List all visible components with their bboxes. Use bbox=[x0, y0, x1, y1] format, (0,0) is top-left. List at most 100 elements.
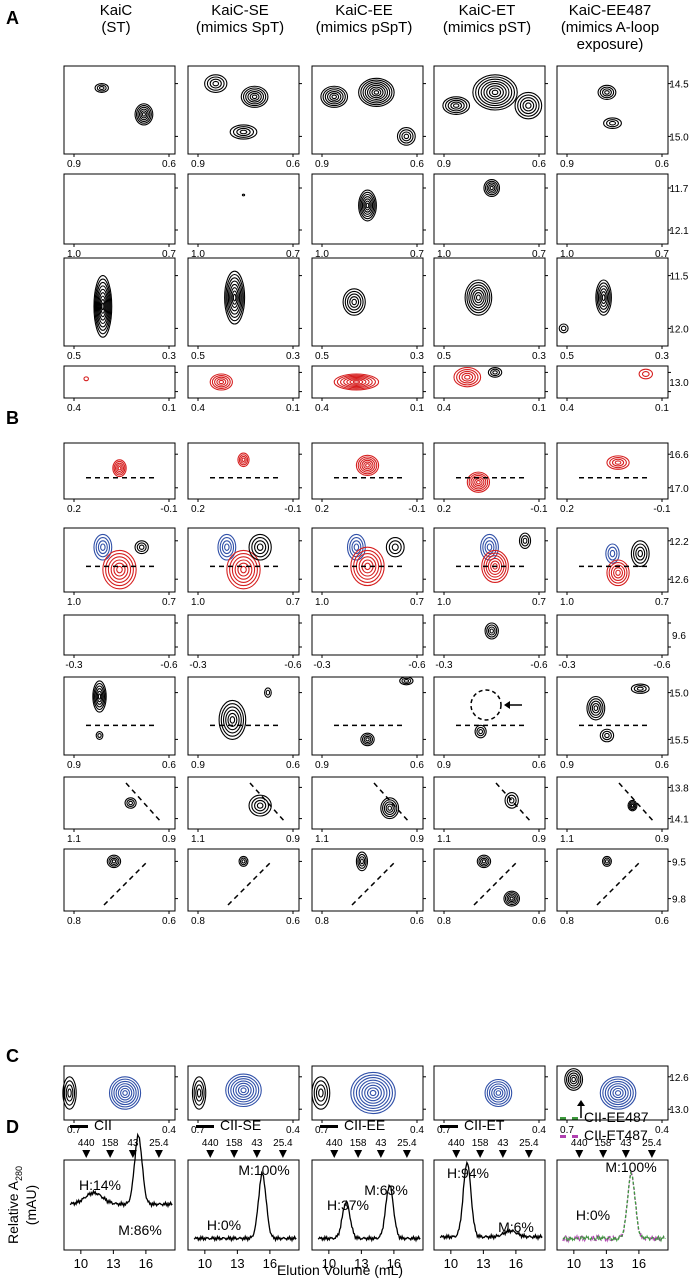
x-tick-label: -0.1 bbox=[160, 504, 178, 515]
contour-peak bbox=[380, 797, 400, 820]
contour-peak bbox=[241, 193, 246, 197]
contour-peak bbox=[478, 856, 490, 867]
x-tick-label: 0.9 bbox=[315, 159, 329, 170]
x-tick-label: 0.3 bbox=[410, 351, 424, 362]
size-marker-triangle bbox=[330, 1150, 339, 1158]
contour-peak bbox=[134, 540, 149, 555]
contour-peak bbox=[477, 78, 513, 107]
spectrum-panel bbox=[187, 442, 300, 500]
contour-peak bbox=[595, 279, 612, 316]
y-tick-label: 14.5 bbox=[669, 80, 689, 91]
y-tick-label: 15.0 bbox=[669, 132, 689, 143]
contour-peak bbox=[256, 543, 264, 551]
contour-peak bbox=[362, 81, 391, 104]
x-tick-label: -0.3 bbox=[65, 660, 83, 671]
x-tick-label: 13 bbox=[106, 1256, 120, 1271]
contour-peak bbox=[614, 460, 622, 465]
contour-peak bbox=[225, 709, 240, 731]
spectrum-panel bbox=[187, 527, 300, 593]
contour-peak bbox=[399, 676, 414, 686]
contour-peak bbox=[518, 532, 532, 550]
contour-peak bbox=[313, 1080, 329, 1106]
contour-peak bbox=[231, 290, 238, 305]
size-marker-label: 158 bbox=[226, 1138, 243, 1149]
x-tick-label: -0.3 bbox=[313, 660, 331, 671]
contour-peak bbox=[603, 117, 622, 130]
contour-peak bbox=[234, 559, 253, 580]
x-tick-label: 0.6 bbox=[286, 159, 300, 170]
contour-peak bbox=[604, 90, 610, 95]
size-marker-label: 43 bbox=[497, 1138, 509, 1149]
contour-peak bbox=[611, 458, 625, 467]
contour-peak bbox=[357, 456, 378, 475]
contour-peak bbox=[211, 375, 231, 389]
contour-peak bbox=[315, 1084, 326, 1102]
contour-peak bbox=[204, 74, 228, 93]
contour-peak bbox=[138, 544, 145, 550]
contour-peak bbox=[482, 537, 497, 558]
contour-peak bbox=[318, 1088, 324, 1098]
x-tick-label: 16 bbox=[387, 1256, 401, 1271]
contour-peak bbox=[604, 859, 609, 864]
spectrum-panel bbox=[311, 848, 424, 912]
contour-peak bbox=[113, 1080, 137, 1106]
x-tick-label: 0.4 bbox=[191, 403, 205, 414]
contour-peak bbox=[487, 626, 496, 636]
contour-peak bbox=[630, 683, 650, 694]
contour-peak bbox=[241, 457, 246, 463]
contour-peak bbox=[351, 540, 362, 555]
spectrum-panel bbox=[63, 776, 176, 830]
contour-peak bbox=[470, 286, 487, 309]
contour-peak bbox=[247, 90, 262, 103]
contour-peak bbox=[509, 896, 514, 901]
size-marker-triangle bbox=[621, 1150, 630, 1158]
contour-peak bbox=[489, 185, 494, 191]
contour-peak bbox=[607, 546, 618, 561]
contour-peak bbox=[593, 705, 599, 712]
contour-peak bbox=[117, 465, 122, 471]
contour-peak bbox=[478, 728, 484, 735]
contour-peak bbox=[602, 1078, 634, 1108]
x-tick-label: 0.9 bbox=[532, 834, 546, 845]
contour-peak bbox=[604, 732, 610, 739]
contour-peak bbox=[609, 457, 627, 469]
contour-peak bbox=[349, 379, 364, 385]
x-tick-label: 1.1 bbox=[67, 834, 81, 845]
contour-peak bbox=[94, 278, 112, 335]
contour-peak bbox=[95, 688, 104, 705]
contour-peak bbox=[358, 556, 377, 577]
contour-peak bbox=[225, 273, 244, 322]
size-marker-label: 158 bbox=[102, 1138, 119, 1149]
contour-peak bbox=[588, 698, 604, 719]
contour-peak bbox=[403, 679, 410, 683]
spectrum-panel bbox=[556, 1065, 669, 1121]
contour-peak bbox=[363, 198, 372, 213]
contour-peak bbox=[217, 533, 237, 561]
contour-peak bbox=[346, 378, 367, 386]
x-tick-label: 0.9 bbox=[437, 760, 451, 771]
x-tick-label: 10 bbox=[567, 1256, 581, 1271]
x-tick-label: 10 bbox=[74, 1256, 88, 1271]
contour-peak bbox=[364, 83, 389, 102]
x-tick-label: 0.6 bbox=[532, 159, 546, 170]
contour-peak bbox=[364, 200, 371, 211]
x-tick-label: -0.6 bbox=[408, 660, 426, 671]
chromatogram-trace bbox=[193, 1170, 297, 1243]
contour-peak bbox=[601, 855, 612, 867]
contour-peak bbox=[350, 1071, 396, 1115]
contour-peak bbox=[466, 281, 491, 314]
spectrum-panel bbox=[187, 676, 300, 756]
contour-peak bbox=[135, 105, 152, 124]
legend-cii-ee: CII-EE bbox=[320, 1117, 385, 1133]
contour-peak bbox=[251, 797, 270, 814]
contour-peak bbox=[363, 735, 372, 744]
contour-peak bbox=[613, 567, 624, 579]
spectrum-panel bbox=[187, 614, 300, 656]
contour-peak bbox=[519, 97, 537, 115]
spectrum-panel bbox=[433, 614, 546, 656]
size-marker-triangle bbox=[230, 1150, 239, 1158]
contour-peak bbox=[221, 540, 232, 555]
contour-peak bbox=[191, 1076, 207, 1110]
contour-peak bbox=[226, 277, 243, 318]
percent-label: M:63% bbox=[364, 1182, 408, 1198]
